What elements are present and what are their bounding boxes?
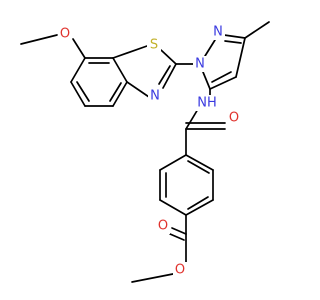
bond-pz-n2-c3-inner bbox=[224, 40, 242, 44]
bond-ph-1 bbox=[185, 154, 214, 171]
bond-thz-cn-inner bbox=[158, 65, 171, 85]
bond-pz-c4-c5 bbox=[209, 76, 237, 90]
atom-pyrazole-n2: N bbox=[213, 25, 223, 40]
atom-ester-o: O bbox=[175, 263, 185, 278]
atom-thiazole-s: S bbox=[150, 38, 158, 53]
bond-ph-3-inner bbox=[187, 196, 209, 210]
atom-amide-nh: NH bbox=[197, 96, 217, 111]
bond-benz-5-inner bbox=[76, 81, 90, 102]
atom-thiazole-n: N bbox=[150, 89, 160, 104]
molecule-structure: O S N N N NH O O O bbox=[20, 21, 270, 283]
bond-ph-3 bbox=[185, 199, 214, 216]
bond-ph-4 bbox=[159, 199, 187, 216]
bond-thz-s1 bbox=[112, 45, 148, 59]
atom-ester-carbonyl-o: O bbox=[158, 219, 168, 234]
bond-pz-c3-c4 bbox=[235, 37, 246, 78]
bond-thz-n bbox=[126, 81, 150, 98]
bond-thz-cn bbox=[162, 63, 177, 89]
bond-benz-5 bbox=[70, 81, 86, 107]
bond-o-ring bbox=[72, 38, 86, 59]
molecule-canvas: O S N N N NH O O O bbox=[20, 21, 270, 283]
bond-pz-methyl bbox=[244, 21, 270, 39]
bond-benz-2 bbox=[112, 57, 128, 83]
bond-ester-co-2 bbox=[169, 233, 185, 241]
bond-methyl-o bbox=[20, 34, 58, 45]
bond-ester-o-methyl bbox=[131, 272, 179, 283]
bond-ester-co-1 bbox=[171, 227, 187, 235]
bond-nh-co bbox=[185, 108, 199, 130]
bond-pz-n1-n2 bbox=[204, 39, 216, 57]
bond-pz-c4-c5-inner bbox=[211, 71, 232, 83]
bond-benz-6 bbox=[70, 57, 86, 83]
bond-ph-1-inner bbox=[187, 160, 210, 174]
atom-amide-o: O bbox=[229, 111, 239, 126]
bond-ph-6 bbox=[159, 154, 187, 171]
bond-benz-3-inner bbox=[109, 82, 122, 102]
bond-thz-s2 bbox=[160, 49, 177, 65]
atom-pyrazole-n1: N bbox=[195, 57, 205, 72]
bond-pz-n2-c3 bbox=[223, 34, 246, 39]
bond-pz-c5-n1 bbox=[202, 71, 211, 90]
atom-methoxy-o: O bbox=[60, 27, 70, 42]
bond-benz-3 bbox=[112, 81, 128, 107]
